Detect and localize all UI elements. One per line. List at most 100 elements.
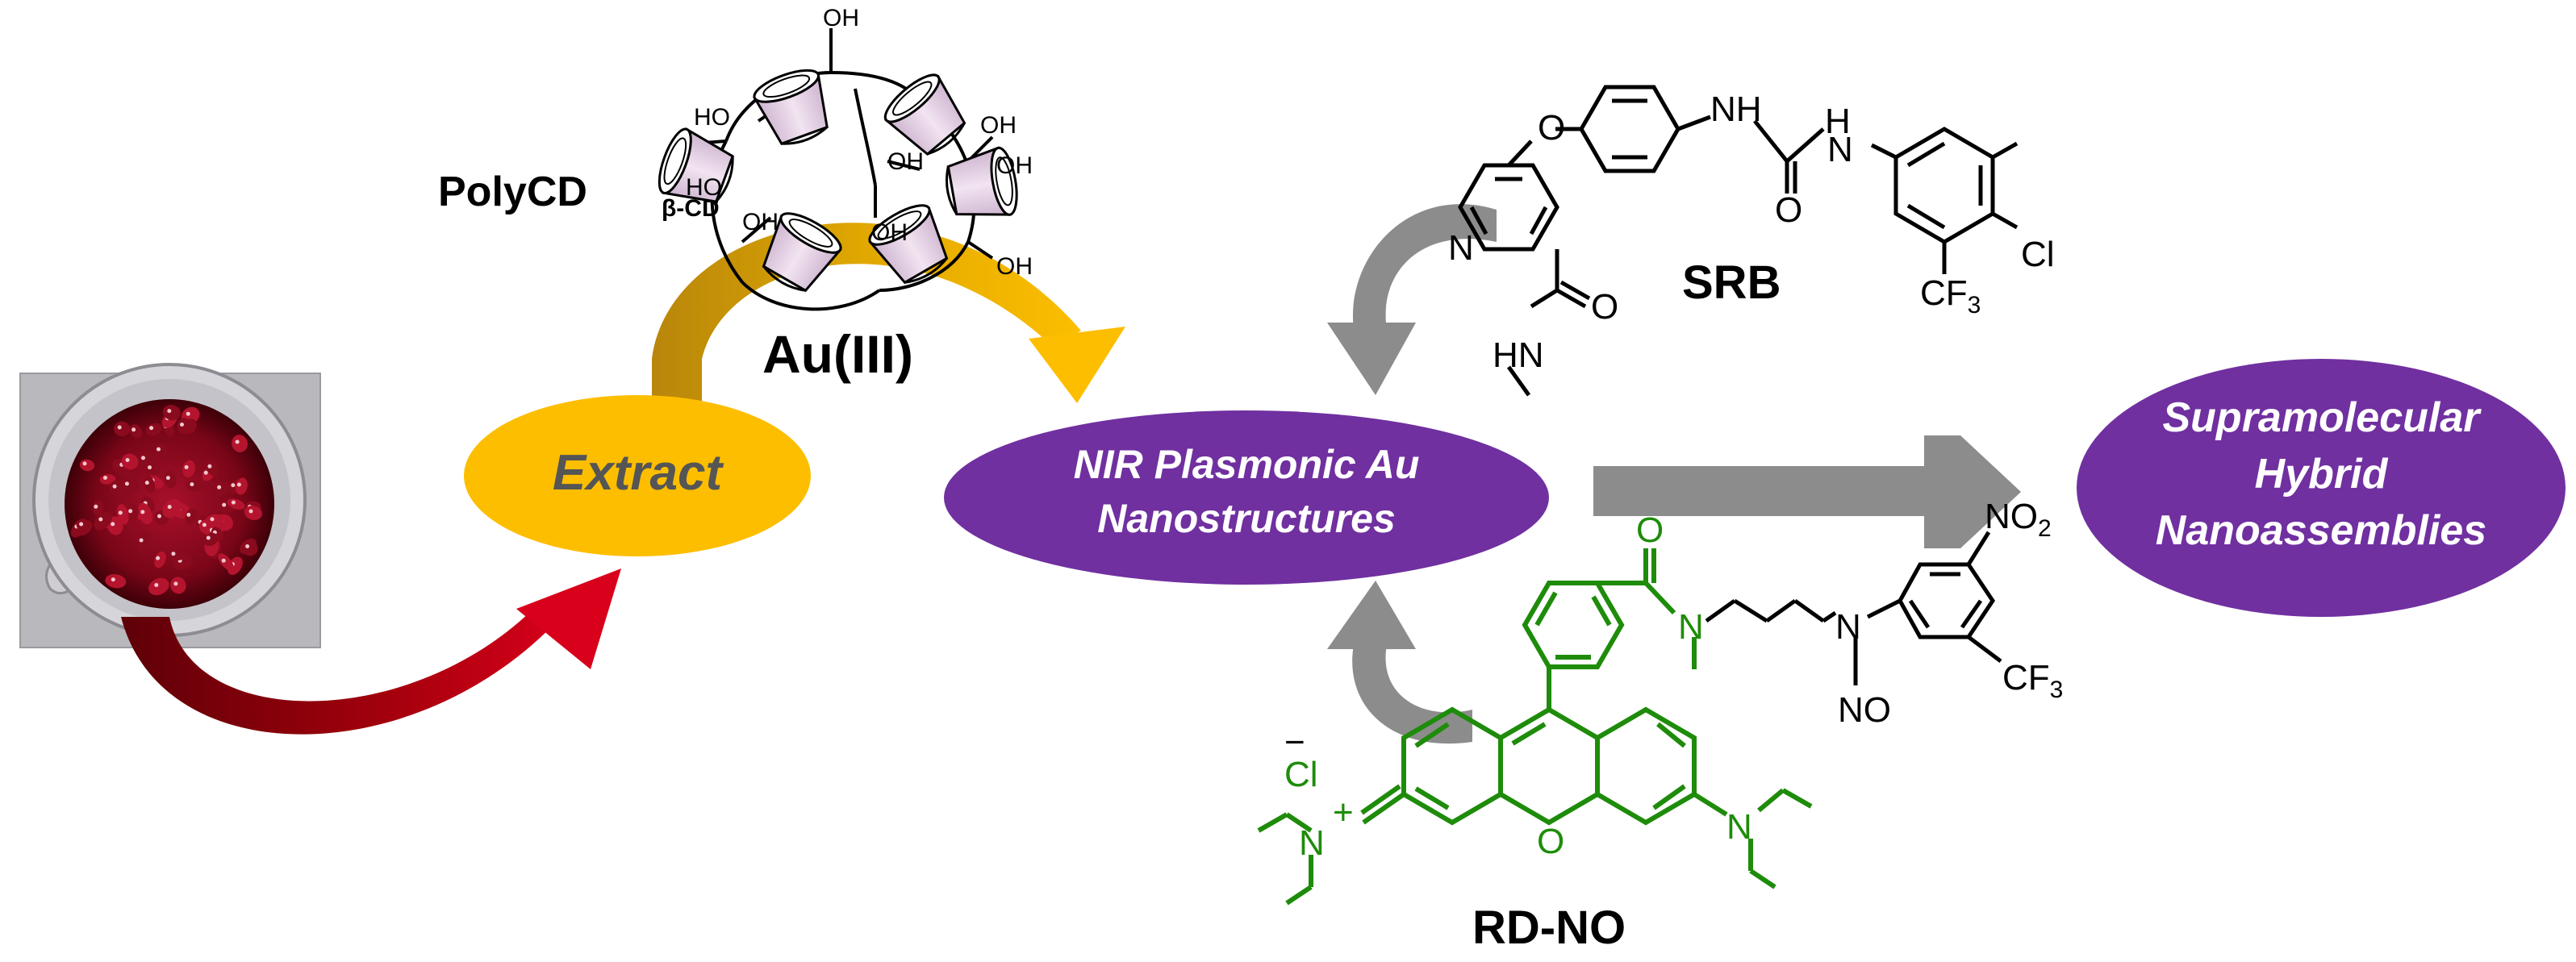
polycd-structure: OH HO HO OH OH OH OH OH OH β-CD — [658, 5, 1033, 311]
rdno-no2-group: NO2 — [1985, 497, 2052, 542]
srb-cf3-atom: CF3 — [1920, 273, 1981, 319]
gray-arrow-right — [1593, 435, 2021, 548]
seed-highlight — [82, 461, 87, 466]
seed — [105, 574, 127, 589]
seed-highlight — [132, 427, 136, 432]
pomegranate-photo — [19, 363, 321, 648]
oh-label-bottom: OH — [996, 253, 1033, 280]
seed-highlight — [124, 481, 129, 486]
seed-highlight — [231, 483, 236, 488]
seed-highlight — [117, 425, 122, 430]
srb-o-atom: O — [1538, 108, 1565, 148]
rdno-amide-n-atom: N — [1678, 607, 1704, 647]
seed-highlight — [112, 484, 117, 489]
srb-pyridine-n-atom: N — [1448, 228, 1474, 268]
supra-label-line1: Supramolecular — [2162, 394, 2482, 441]
seed — [235, 477, 248, 495]
seed — [185, 508, 198, 525]
seed — [127, 503, 139, 523]
seed-highlight — [206, 535, 211, 540]
oh-label-right1: OH — [980, 112, 1017, 139]
nir-plasmonic-ellipse: NIR Plasmonic Au Nanostructures — [944, 410, 1549, 585]
nir-label-line2: Nanostructures — [1097, 496, 1396, 541]
seed-highlight — [98, 517, 103, 522]
seed — [94, 511, 112, 531]
seed-highlight — [167, 409, 172, 414]
extract-ellipse: Extract — [464, 395, 811, 556]
seed — [218, 553, 234, 572]
seed-highlight — [231, 500, 236, 505]
seed — [206, 460, 219, 476]
seed — [148, 577, 169, 596]
oh-label-mid: OH — [887, 148, 924, 175]
seed — [144, 475, 156, 493]
seed-highlight — [180, 423, 184, 427]
seed-highlight — [154, 583, 159, 587]
supra-label-line2: Hybrid — [2255, 451, 2389, 498]
seed — [145, 423, 162, 436]
supra-label-line3: Nanoassemblies — [2156, 507, 2486, 554]
seed-highlight — [235, 439, 240, 444]
seed — [116, 504, 129, 525]
seed-highlight — [217, 485, 222, 489]
seed — [137, 502, 152, 525]
srb-nh-atom: NH — [1710, 90, 1762, 129]
seed — [114, 421, 131, 437]
seed-highlight — [94, 504, 98, 509]
seed-highlight — [221, 558, 226, 563]
cyclodextrin-cones — [658, 69, 1018, 293]
seed-highlight — [210, 517, 215, 522]
seed — [154, 444, 168, 459]
seed — [121, 453, 139, 470]
red-arrow — [121, 568, 621, 735]
rdno-xanthene-o-atom: O — [1537, 822, 1564, 861]
gray-arrow-from-rdno — [1327, 581, 1472, 744]
cyclodextrin-cone — [753, 69, 829, 145]
seed-highlight — [156, 556, 161, 560]
seed-highlight — [165, 476, 170, 481]
supramolecular-ellipse: Supramolecular Hybrid Nanoassemblies — [2077, 359, 2566, 617]
seed — [162, 498, 182, 518]
rdno-structure: O N N NO NO2 CF3 Cl − + N O N — [1257, 497, 2063, 906]
seed-highlight — [111, 577, 115, 582]
seed-highlight — [222, 502, 227, 507]
seed-highlight — [167, 505, 172, 510]
oh-label-left3: OH — [742, 209, 779, 235]
seed — [170, 577, 186, 594]
seed-highlight — [148, 465, 152, 470]
seed — [227, 498, 245, 510]
srb-n-urea-atom: N — [1827, 130, 1853, 169]
seed — [205, 514, 224, 528]
ho-label-left2: HO — [686, 174, 722, 201]
gold-arc-arrow — [652, 223, 1125, 411]
seed — [213, 481, 231, 497]
polycd-label: PolyCD — [438, 169, 587, 215]
seed-highlight — [144, 481, 149, 485]
srb-cl-bond — [1993, 157, 2033, 234]
cyclodextrin-cone — [762, 212, 842, 293]
seed-highlight — [186, 512, 191, 517]
seed — [154, 551, 166, 568]
srb-substituent-bonds — [1991, 141, 2019, 230]
seed — [241, 539, 258, 556]
seed-highlight — [157, 447, 161, 452]
rdno-cl-counterion: Cl — [1284, 755, 1318, 794]
seed-highlight — [186, 411, 190, 416]
seed — [76, 518, 91, 533]
seed-highlight — [140, 510, 145, 514]
seed-highlight — [157, 514, 161, 518]
rdno-minus-charge: − — [1284, 723, 1305, 762]
cyclodextrin-cone — [868, 204, 949, 285]
pomegranate-seeds — [70, 404, 262, 596]
seed — [162, 404, 181, 421]
ho-label-left1: HO — [694, 104, 730, 131]
cyclodextrin-cone — [883, 73, 967, 156]
seed — [165, 470, 177, 489]
seed — [119, 477, 140, 493]
seed-highlight — [203, 470, 208, 475]
seed — [232, 435, 248, 452]
au-iii-label: Au(III) — [762, 324, 913, 384]
rdno-right-n-atom: N — [1726, 807, 1752, 847]
srb-amide-o-atom: O — [1591, 287, 1618, 327]
